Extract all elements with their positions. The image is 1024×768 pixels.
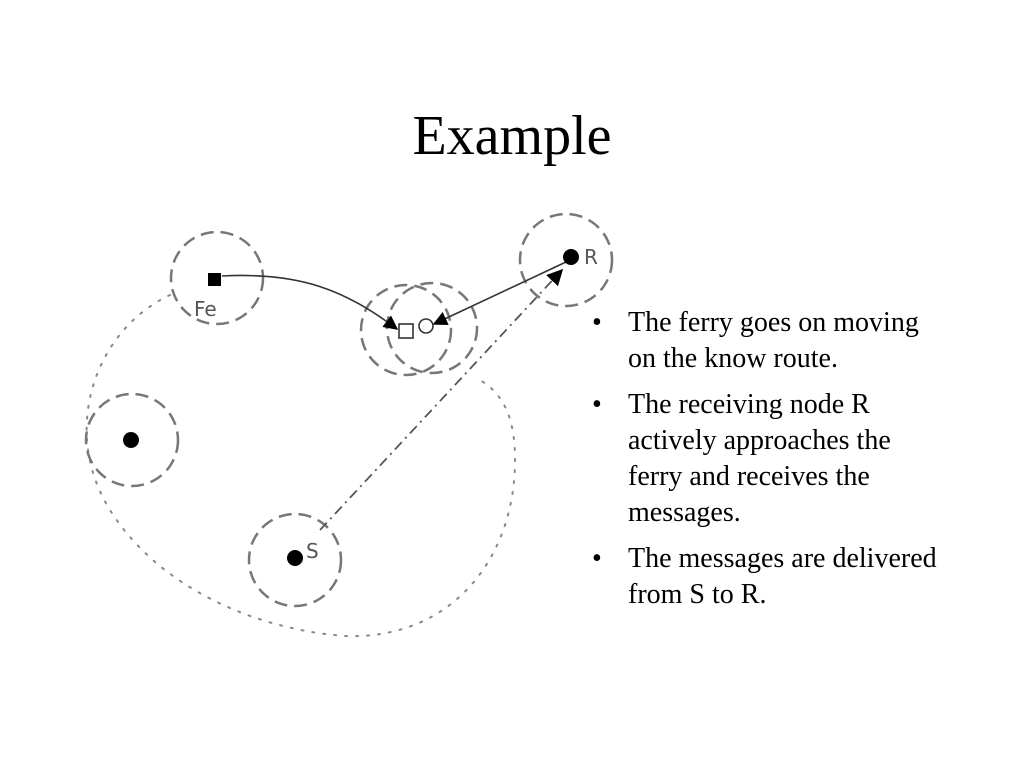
bullet-marker: • bbox=[592, 307, 602, 338]
sender-node bbox=[287, 550, 303, 566]
ferry-node-start bbox=[208, 273, 221, 286]
bullet-marker: • bbox=[592, 543, 602, 574]
bullet-item: • The ferry goes on moving on the know r… bbox=[590, 305, 950, 377]
receiver-node bbox=[563, 249, 579, 265]
range-circle-left-node bbox=[84, 392, 180, 488]
ferry-route bbox=[85, 294, 517, 638]
bullet-item: • The receiving node R actively approach… bbox=[590, 387, 950, 531]
range-circle-meeting-ferry bbox=[359, 283, 453, 377]
message-delivery-arrow bbox=[319, 268, 564, 531]
slide-title: Example bbox=[412, 105, 612, 167]
ferry-label: Fe bbox=[194, 297, 217, 321]
range-circle-sender bbox=[247, 512, 343, 608]
ferry-movement-arrow bbox=[221, 274, 399, 330]
bullet-marker: • bbox=[592, 389, 602, 420]
receiver-node-meeting bbox=[418, 318, 434, 334]
ferry-node-meeting bbox=[398, 323, 414, 339]
intermediate-node bbox=[123, 432, 139, 448]
bullet-text: The receiving node R actively approaches… bbox=[628, 389, 891, 528]
bullet-text: The ferry goes on moving on the know rou… bbox=[628, 307, 919, 374]
bullet-item: • The messages are delivered from S to R… bbox=[590, 541, 950, 613]
range-circle-ferry-start bbox=[169, 230, 265, 326]
sender-label: S bbox=[306, 539, 319, 563]
bullet-text: The messages are delivered from S to R. bbox=[628, 543, 937, 610]
bullet-list: • The ferry goes on moving on the know r… bbox=[590, 305, 950, 623]
receiver-label: R bbox=[584, 245, 598, 269]
range-circle-receiver bbox=[518, 212, 614, 308]
receiver-approach-arrow bbox=[432, 261, 567, 326]
